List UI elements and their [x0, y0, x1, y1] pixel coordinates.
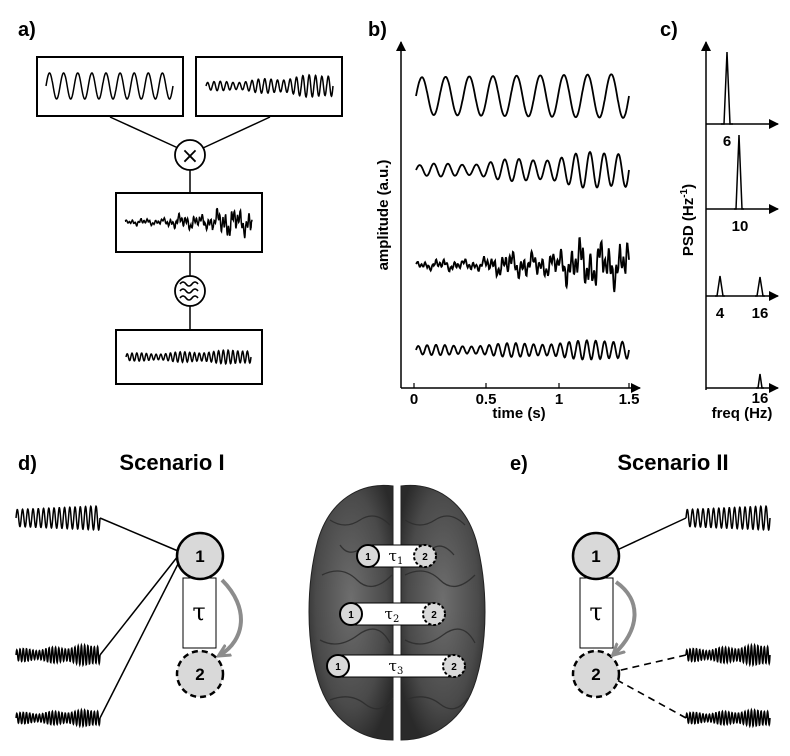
e-delay-bar — [579, 577, 614, 649]
brain-view: 1 2 τ1 1 2 τ2 1 2 τ3 — [308, 484, 486, 741]
b-trace-6hz — [415, 73, 630, 119]
scenario-2-title: Scenario II — [617, 450, 728, 475]
panel-letter-a: a) — [18, 19, 36, 41]
d-signal-mid — [15, 642, 101, 668]
e-signal-bot — [685, 707, 771, 729]
e-link-bot — [616, 679, 687, 719]
e-influence-arrow — [614, 580, 637, 654]
c-label-4: 4 — [716, 305, 725, 322]
brain-pair1-node2 — [413, 544, 437, 568]
e-node-1-label: 1 — [591, 547, 600, 566]
brain-pair3-node1-label: 1 — [335, 662, 341, 673]
e-node-2-label: 2 — [591, 665, 600, 684]
brain-pair3-delay: τ3 — [389, 657, 404, 677]
brain-pair2-node1-label: 1 — [348, 610, 354, 621]
d-signal-top — [15, 504, 101, 532]
brain-pair1-node1-label: 1 — [365, 552, 371, 563]
e-delay-label: τ — [589, 598, 602, 626]
signal-product — [124, 207, 253, 239]
brain-pair1-delay: τ1 — [389, 547, 404, 567]
d-delay-label: τ — [192, 598, 205, 626]
b-trace-product — [415, 237, 630, 293]
filter-node — [174, 275, 206, 307]
brain-pair2-sub: 2 — [393, 614, 399, 625]
panel-a: × — [36, 56, 343, 385]
c-y-label-sup: -1 — [679, 188, 690, 197]
c-peak-4 — [715, 275, 725, 297]
d-link-bot — [99, 559, 181, 719]
brain-pair1-sub: 1 — [397, 556, 403, 567]
panel-letter-e: e) — [510, 453, 528, 475]
connector-left — [109, 116, 179, 149]
d-delay-bar — [182, 577, 217, 649]
panel-b: amplitude (a.u.) time (s) 0 0.5 1 1.5 — [375, 41, 641, 422]
connector-right — [202, 116, 271, 149]
brain-pair3-tau: τ — [389, 657, 397, 675]
c-y-label-main: PSD (Hz — [680, 198, 697, 256]
e-node-1 — [571, 531, 621, 581]
c-peak-16b — [756, 373, 764, 389]
brain-pair2-node2-label: 2 — [431, 610, 437, 621]
c-peak-6 — [721, 51, 733, 125]
scenario-1-title: Scenario I — [119, 450, 224, 475]
multiply-icon: × — [181, 144, 199, 169]
panel-letter-b: b) — [368, 19, 387, 41]
d-node-2-label: 2 — [195, 665, 204, 684]
brain-pair3-node2 — [442, 654, 466, 678]
e-node-2 — [571, 649, 621, 699]
c-peak-16a — [755, 276, 765, 297]
panel-letter-c: c) — [660, 19, 678, 41]
panel-e: Scenario II τ 1 2 — [571, 450, 771, 729]
c-peak-10 — [734, 134, 744, 210]
c-label-16a: 16 — [752, 305, 769, 322]
brain-pair2-delay: τ2 — [385, 605, 400, 625]
brain-pair1-tau: τ — [389, 547, 397, 565]
e-signal-mid — [685, 642, 771, 668]
d-node-1 — [175, 531, 225, 581]
b-tick-label-1: 1 — [555, 391, 563, 408]
brain-pair2-node1 — [339, 602, 363, 626]
filter-wave-icon — [179, 281, 199, 301]
brain-pair2-node2 — [422, 602, 446, 626]
e-link-top — [614, 517, 687, 552]
brain-pair2-tau: τ — [385, 605, 393, 623]
b-tick-label-05: 0.5 — [476, 391, 497, 408]
b-x-label: time (s) — [492, 405, 545, 422]
c-y-label-close: ) — [680, 184, 697, 189]
c-x-label: freq (Hz) — [712, 405, 773, 422]
signal-10hz — [205, 73, 334, 99]
b-tick-label-15: 1.5 — [619, 391, 640, 408]
brain-pair1-node1 — [356, 544, 380, 568]
signal-6hz — [45, 72, 174, 100]
d-node-1-label: 1 — [195, 547, 204, 566]
d-influence-arrow — [220, 578, 243, 655]
d-link-top — [99, 517, 179, 552]
panel-c: PSD (Hz-1) freq (Hz) 6 10 4 16 16 — [679, 41, 779, 422]
brain-pair1-node2-label: 2 — [422, 552, 428, 563]
brain-pair3-node1 — [326, 654, 350, 678]
b-trace-10hz — [415, 150, 630, 189]
c-label-16b: 16 — [752, 390, 769, 407]
c-y-label: PSD (Hz-1) — [679, 184, 697, 256]
e-signal-top — [685, 504, 771, 532]
c-label-6: 6 — [723, 133, 731, 150]
b-tick-label-0: 0 — [410, 391, 418, 408]
e-link-mid — [616, 654, 687, 672]
d-node-2 — [175, 649, 225, 699]
c-label-10: 10 — [732, 218, 749, 235]
brain-pair3-node2-label: 2 — [451, 662, 457, 673]
panel-letter-d: d) — [18, 453, 37, 475]
b-x-ticks: 0 0.5 1 1.5 — [410, 383, 640, 408]
panel-d: Scenario I τ 1 2 — [15, 450, 243, 729]
d-link-mid — [99, 555, 179, 656]
signal-filtered — [125, 348, 252, 366]
b-trace-filtered — [415, 338, 630, 361]
d-signal-bot — [15, 707, 101, 729]
brain-pair3-sub: 3 — [397, 666, 403, 677]
b-y-label: amplitude (a.u.) — [375, 160, 392, 271]
